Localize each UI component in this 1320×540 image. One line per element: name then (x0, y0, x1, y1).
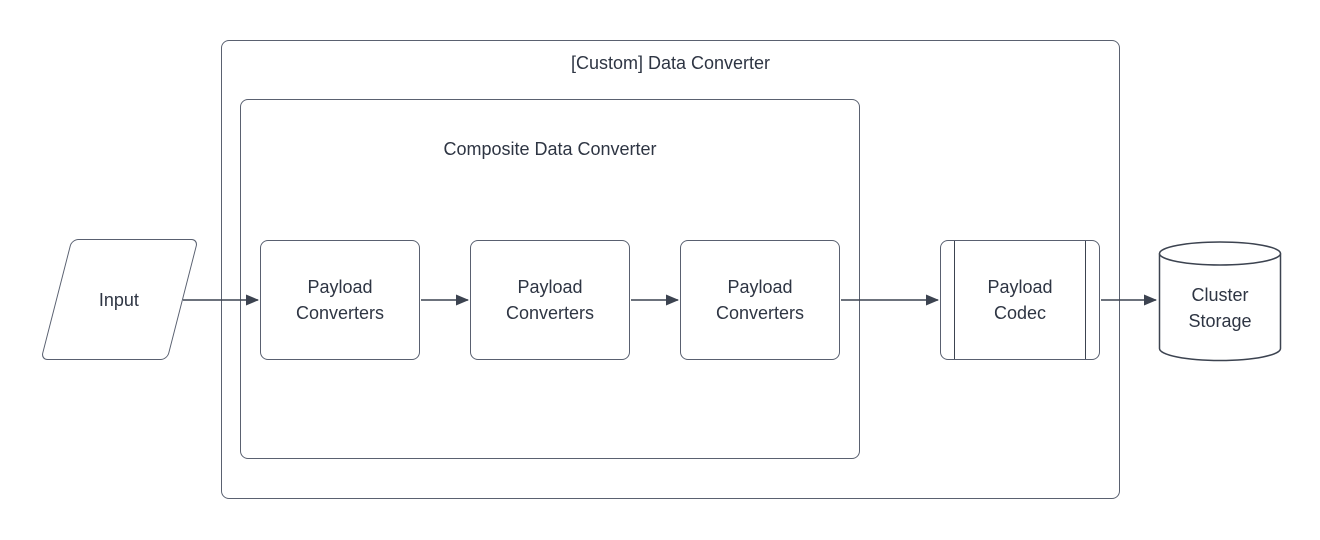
cylinder-shape (1158, 241, 1282, 362)
input-node: Input (40, 239, 199, 360)
codec-left-bar (954, 241, 955, 359)
custom-data-converter-container: [Custom] Data Converter (221, 40, 1120, 499)
payload-converters-label-2: Payload Converters (505, 277, 595, 323)
payload-codec-node: Payload Codec (940, 240, 1100, 360)
cluster-storage-label: Cluster Storage (1188, 285, 1252, 331)
codec-right-bar (1085, 241, 1086, 359)
payload-converters-node-2: Payload Converters (470, 240, 630, 360)
payload-converters-label-3: Payload Converters (715, 277, 805, 323)
payload-converters-node-1: Payload Converters (260, 240, 420, 360)
payload-converters-label-1: Payload Converters (295, 277, 385, 323)
input-node-label: Input (99, 289, 140, 310)
custom-data-converter-title: [Custom] Data Converter (570, 53, 771, 73)
cluster-storage-node: Cluster Storage (1158, 241, 1282, 362)
payload-converters-node-3: Payload Converters (680, 240, 840, 360)
composite-data-converter-title: Composite Data Converter (443, 139, 657, 159)
payload-codec-label: Payload Codec (987, 277, 1053, 323)
composite-data-converter-container: Composite Data Converter (240, 99, 860, 459)
